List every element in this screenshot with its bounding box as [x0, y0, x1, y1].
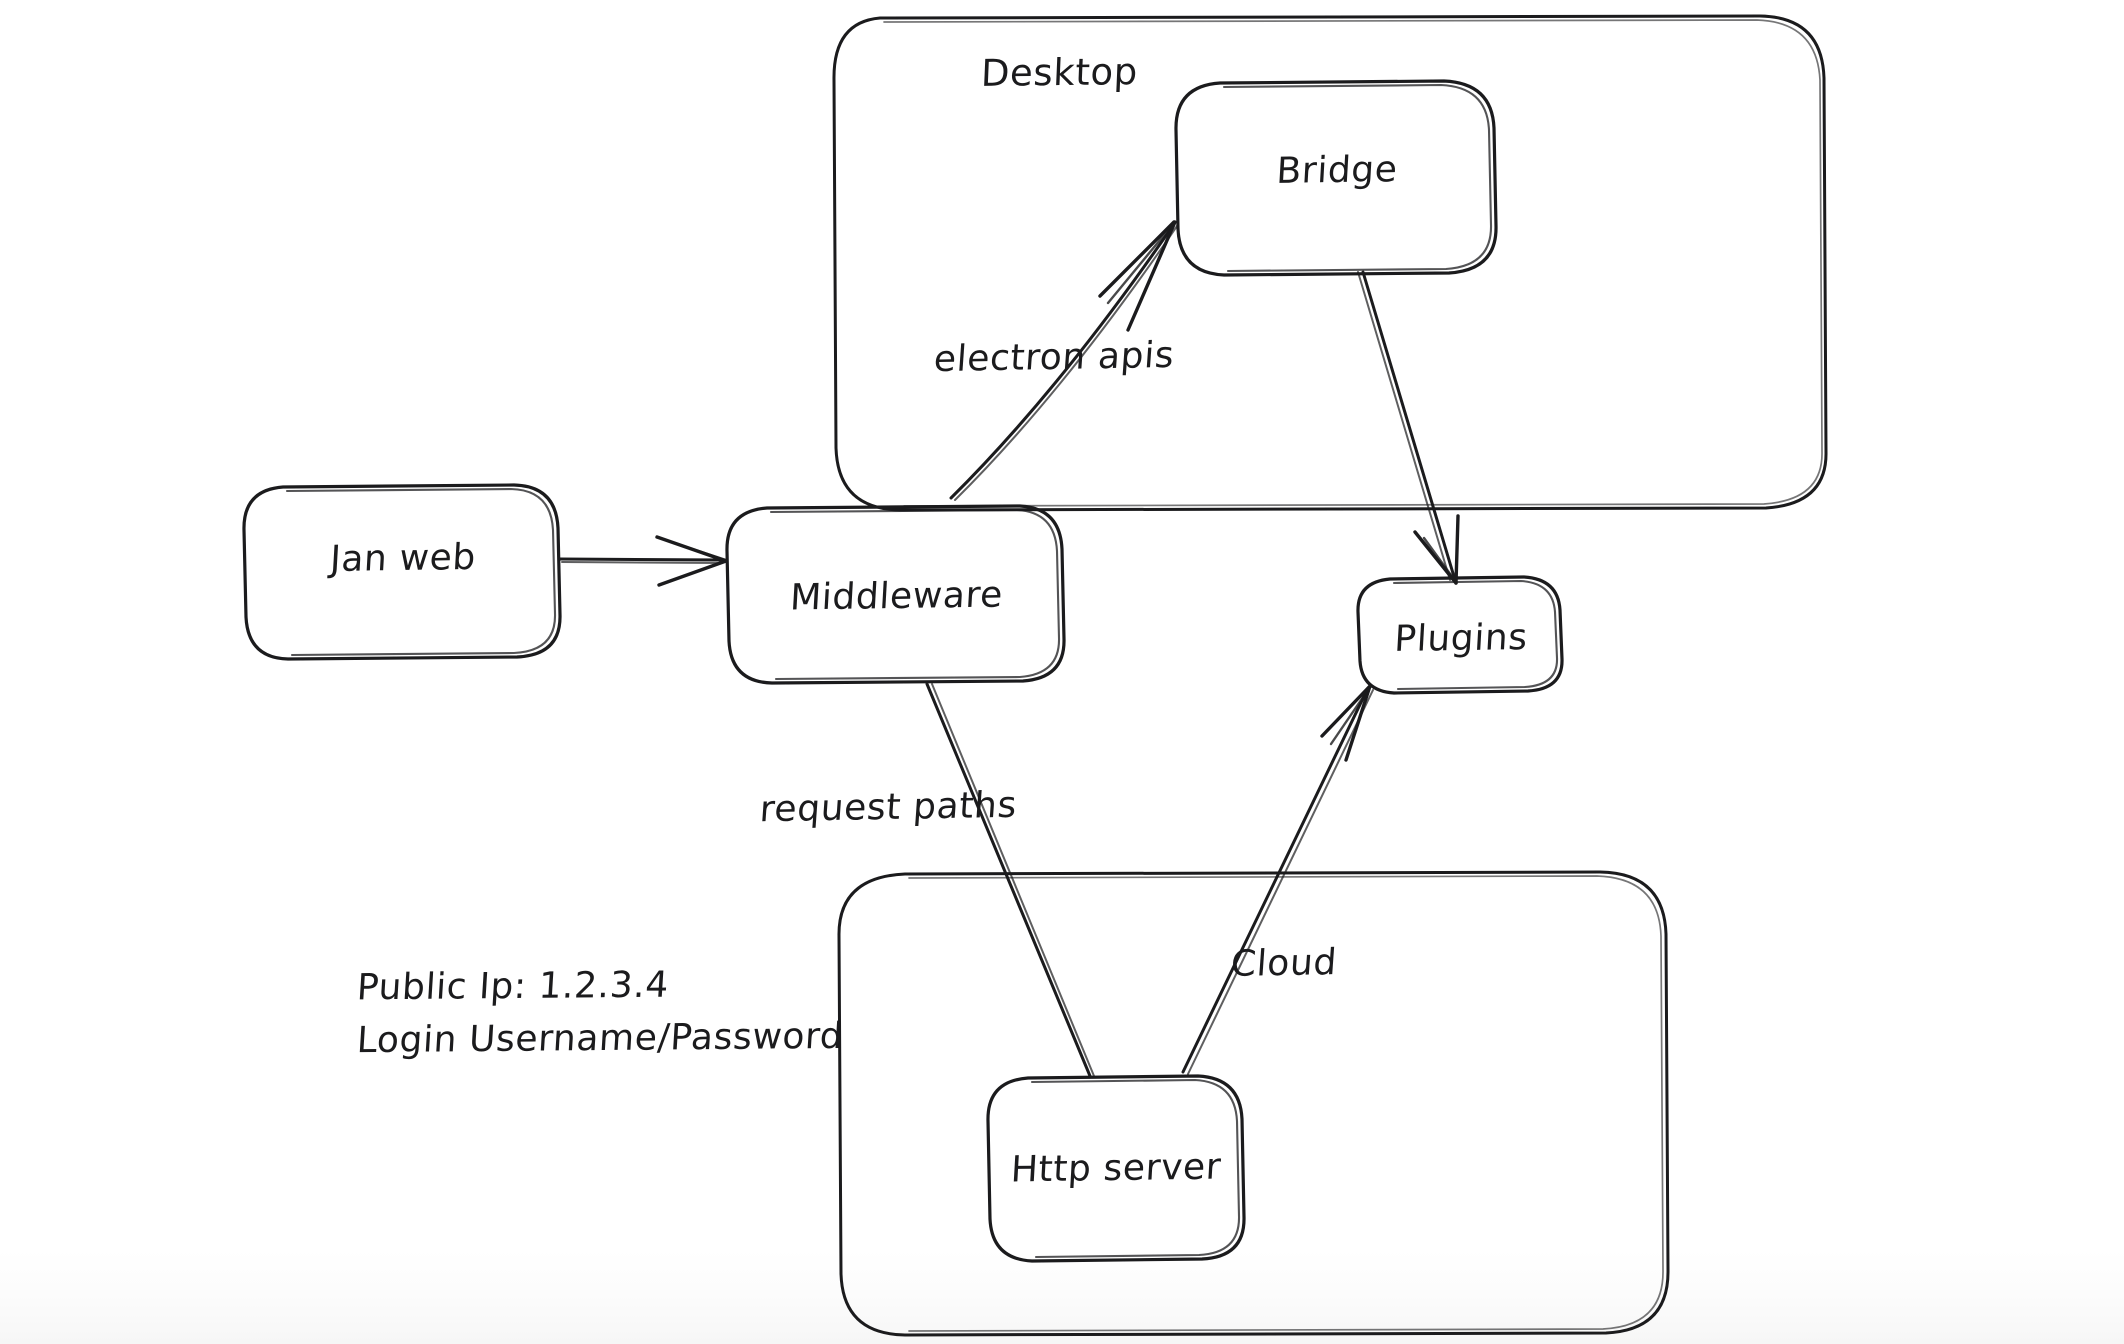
edge-label-cloud: Cloud	[1229, 942, 1339, 985]
node-http-server[interactable]	[986, 1074, 1246, 1263]
group-desktop[interactable]	[832, 14, 1828, 512]
node-label-jan-web: Jan web	[329, 536, 478, 581]
node-bridge[interactable]	[1174, 79, 1498, 277]
note-public-ip-line1: Public Ip: 1.2.3.4	[355, 964, 671, 1009]
edge-jan-web-to-middleware	[558, 535, 728, 587]
edge-label-request-paths: request paths	[758, 784, 1019, 831]
edge-label-electron-apis: electron apis	[932, 334, 1176, 381]
node-label-middleware: Middleware	[788, 574, 1005, 619]
group-label-desktop: Desktop	[980, 50, 1139, 95]
edge-bridge-to-plugins	[1357, 270, 1460, 585]
note-public-ip-line2: Login Username/Password	[355, 1015, 845, 1062]
edge-http-server-to-plugins	[1181, 684, 1374, 1075]
node-label-http-server: Http server	[1009, 1146, 1223, 1191]
node-label-plugins: Plugins	[1393, 617, 1529, 660]
edge-middleware-to-bridge	[949, 220, 1178, 501]
edge-middleware-to-http-server	[925, 682, 1095, 1078]
group-cloud[interactable]	[837, 870, 1670, 1337]
node-plugins[interactable]	[1356, 575, 1564, 695]
node-middleware[interactable]	[725, 504, 1066, 685]
node-label-bridge: Bridge	[1275, 149, 1399, 192]
node-jan-web[interactable]	[242, 483, 562, 661]
